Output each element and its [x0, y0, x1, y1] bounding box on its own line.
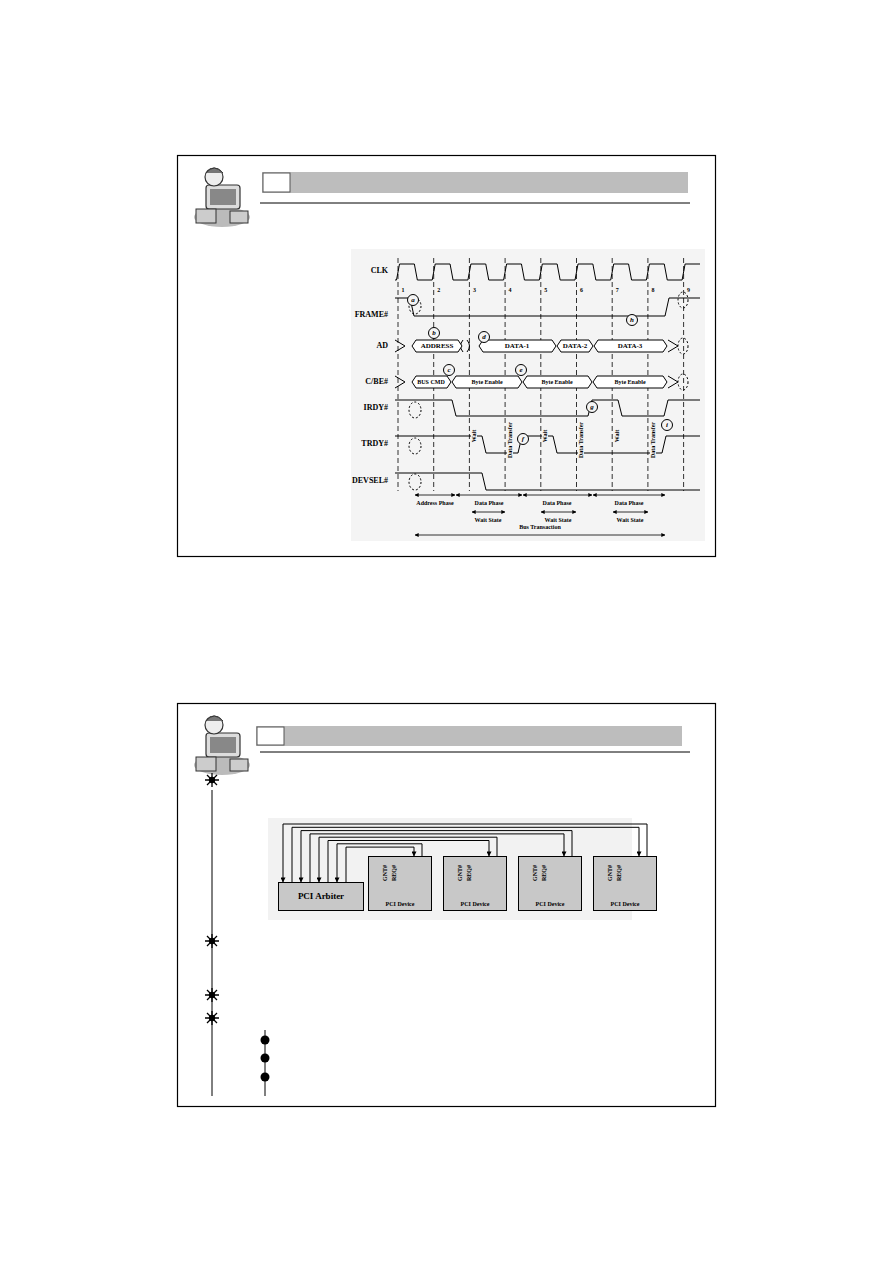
clock-number: 9: [687, 287, 690, 293]
pin-name: GNT#: [532, 865, 538, 881]
bus-phase-shape: [593, 376, 667, 388]
timing-note: Wait: [542, 429, 548, 443]
signal-name: IRDY#: [364, 404, 388, 412]
arbiter-label: PCI Arbiter: [279, 892, 363, 901]
callout-letter: g: [586, 401, 598, 413]
clock-number: 6: [580, 287, 583, 293]
pin-name: REQ#: [616, 865, 622, 881]
pin-name: GNT#: [457, 865, 463, 881]
timing-note: Data Transfer: [507, 421, 513, 459]
callout-letter: e: [515, 364, 527, 376]
bus-value: DATA-2: [563, 343, 588, 350]
arbiter-box: PCI Arbiter: [278, 882, 364, 911]
clock-grid-line: [540, 258, 541, 491]
phase-label: Data Phase: [475, 500, 504, 506]
clock-grid-line: [683, 258, 684, 491]
clock-number: 4: [509, 287, 512, 293]
device-box: GNT#REQ# PCI Device: [518, 856, 582, 911]
signal-name: AD: [376, 342, 388, 350]
pin-name: REQ#: [391, 865, 397, 881]
callout-letter: c: [443, 364, 455, 376]
bus-phase-shape: [412, 340, 462, 352]
bus-value: BUS CMD: [417, 379, 445, 385]
callout-letter: a: [407, 294, 419, 306]
clock-grid-line: [398, 258, 399, 491]
bus-phase-shape: [594, 340, 667, 352]
device-box: GNT#REQ# PCI Device: [443, 856, 507, 911]
clock-number: 2: [437, 287, 440, 293]
bus-value: ADDRESS: [421, 343, 454, 350]
clock-grid-line: [647, 258, 648, 491]
pin-name: GNT#: [382, 865, 388, 881]
phase-label: Wait State: [617, 517, 644, 523]
clock-number: 5: [544, 287, 547, 293]
signal-name: C/BE#: [365, 378, 388, 386]
clock-grid-line: [505, 258, 506, 491]
clock-grid-line: [576, 258, 577, 491]
bus-phase-shape: [523, 376, 592, 388]
bus-phase-shape: [452, 376, 522, 388]
bus-phase-shape: [557, 340, 593, 352]
phase-label: Data Phase: [615, 500, 644, 506]
pin-name: REQ#: [541, 865, 547, 881]
device-label: PCI Device: [521, 901, 579, 907]
timing-note: Wait: [614, 429, 620, 443]
pin-name: GNT#: [607, 865, 613, 881]
clock-number: 8: [651, 287, 654, 293]
callout-letter: h: [626, 314, 638, 326]
phase-label: Address Phase: [416, 500, 453, 506]
timing-note: Data Transfer: [650, 421, 656, 459]
device-box: GNT#REQ# PCI Device: [368, 856, 432, 911]
signal-name: DEVSEL#: [352, 477, 388, 485]
signal-name: CLK: [371, 267, 388, 275]
bus-value: Byte Enable: [614, 379, 645, 385]
phase-label: Wait State: [475, 517, 502, 523]
device-label: PCI Device: [371, 901, 429, 907]
callout-letter: b: [428, 327, 440, 339]
bus-value: Byte Enable: [541, 379, 572, 385]
pin-name: REQ#: [466, 865, 472, 881]
device-box: GNT#REQ# PCI Device: [593, 856, 657, 911]
clock-number: 1: [402, 287, 405, 293]
timing-note: Data Transfer: [578, 421, 584, 459]
callout-letter: d: [478, 331, 490, 343]
bus-value: DATA-1: [505, 343, 530, 350]
clock-number: 3: [473, 287, 476, 293]
clock-grid-line: [612, 258, 613, 491]
bus-value: DATA-3: [618, 343, 643, 350]
bus-phase-shape: [479, 340, 556, 352]
phase-label: Bus Transaction: [519, 524, 561, 530]
callout-letter: i: [661, 419, 673, 431]
phase-label: Wait State: [545, 517, 572, 523]
device-label: PCI Device: [446, 901, 504, 907]
timing-note: Wait: [471, 429, 477, 443]
signal-name: TRDY#: [361, 440, 388, 448]
clock-grid-line: [469, 258, 470, 491]
clock-grid-line: [433, 258, 434, 491]
bus-phase-shape: [412, 376, 451, 388]
signal-name: FRAME#: [355, 311, 388, 319]
callout-letter: f: [517, 433, 529, 445]
clock-number: 7: [616, 287, 619, 293]
device-label: PCI Device: [596, 901, 654, 907]
bus-value: Byte Enable: [471, 379, 502, 385]
phase-label: Data Phase: [543, 500, 572, 506]
